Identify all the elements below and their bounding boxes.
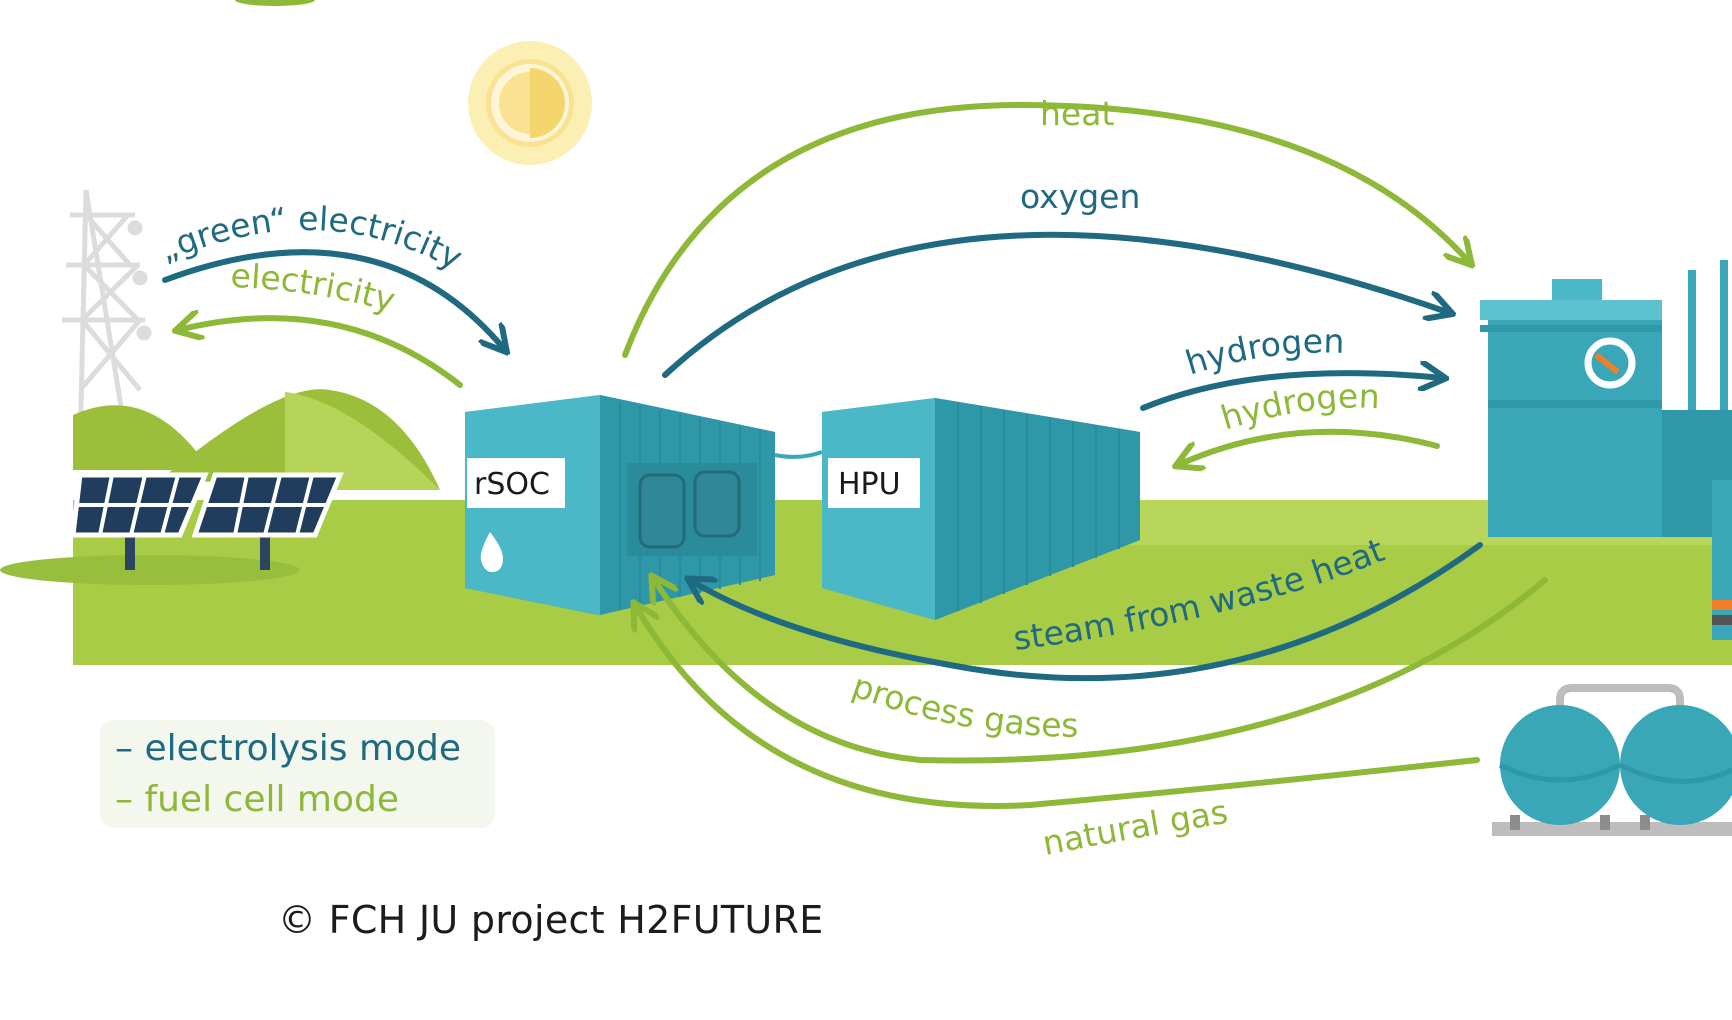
hpu-container: HPU xyxy=(822,398,1140,620)
green-electricity-arrow xyxy=(162,249,505,350)
rsoc-container: rSOC xyxy=(465,395,775,615)
hydrogen-in-arrow xyxy=(1178,428,1440,465)
copyright-caption: © FCH JU project H2FUTURE xyxy=(278,898,824,942)
hpu-label-plate xyxy=(828,458,920,508)
legend: – electrolysis mode – fuel cell mode xyxy=(100,720,495,828)
steel-plant-tank xyxy=(1480,260,1732,640)
connector-pipe xyxy=(774,450,823,459)
power-pylon-icon xyxy=(62,189,152,451)
electricity-arrow xyxy=(178,318,463,388)
oxygen-arrow xyxy=(662,231,1450,378)
green-shape-top xyxy=(235,0,315,6)
natural-gas-arrow xyxy=(635,605,1480,809)
heat-label: heat xyxy=(1040,94,1114,133)
process-gases-arrow xyxy=(653,578,1548,764)
heat-arrow xyxy=(622,101,1470,358)
legend-electrolysis: – electrolysis mode xyxy=(115,728,461,769)
oxygen-label: oxygen xyxy=(1020,177,1140,216)
hill-left xyxy=(73,405,210,470)
flame-icon xyxy=(480,532,504,572)
legend-fuel-cell: – fuel cell mode xyxy=(115,779,399,820)
sun-icon xyxy=(468,41,592,165)
steam-arrow xyxy=(690,542,1483,682)
rsoc-label: rSOC xyxy=(474,467,550,502)
gas-storage-tanks xyxy=(1492,684,1732,836)
hydrogen-out-arrow xyxy=(1140,373,1443,411)
hill-center-light xyxy=(285,392,440,490)
rsoc-label-plate xyxy=(467,458,565,508)
solar-panel-icon xyxy=(0,472,344,585)
electricity-label: electricity xyxy=(230,256,400,320)
hydrogen-in-label: hydrogen xyxy=(1216,376,1380,437)
hpu-label: HPU xyxy=(838,467,901,502)
